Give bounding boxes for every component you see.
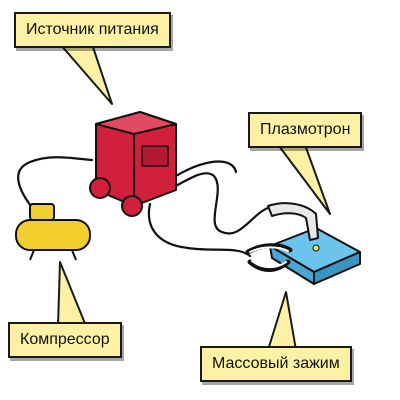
workpiece-icon bbox=[269, 227, 361, 285]
cut-spark bbox=[312, 244, 320, 252]
compressor-motor bbox=[29, 203, 55, 221]
label-compressor: Компрессор bbox=[20, 331, 110, 348]
ground-clamp-icon bbox=[245, 243, 293, 272]
callout-power-source: Источник питания bbox=[14, 12, 171, 48]
torch-handle bbox=[267, 202, 319, 241]
ground-clamp-lower bbox=[247, 259, 291, 272]
compressor-foot-right bbox=[71, 249, 77, 261]
callout-ground-clamp: Массовый зажим bbox=[200, 346, 352, 382]
ground-clamp-lower-inner bbox=[251, 260, 287, 269]
callout-plasma-torch: Плазмотрон bbox=[248, 112, 363, 148]
callout-compressor: Компрессор bbox=[8, 322, 122, 358]
power-source-top bbox=[95, 111, 177, 135]
compressor-tank bbox=[15, 219, 91, 251]
power-source-panel bbox=[141, 145, 169, 167]
cables bbox=[17, 156, 270, 258]
workpiece-front bbox=[313, 251, 361, 285]
plasma-torch-icon bbox=[267, 202, 319, 241]
ground-cable bbox=[147, 202, 252, 258]
torch-cable bbox=[156, 172, 270, 235]
label-power-source: Источник питания bbox=[26, 21, 159, 38]
power-source-icon bbox=[89, 111, 177, 217]
compressor-icon bbox=[15, 203, 91, 261]
compressor-foot-left bbox=[29, 249, 35, 261]
ground-clamp-upper-inner bbox=[249, 246, 289, 253]
power-source-wheel-right bbox=[121, 195, 143, 217]
air-hose bbox=[17, 156, 94, 212]
label-plasma-torch: Плазмотрон bbox=[260, 121, 351, 138]
label-ground-clamp: Массовый зажим bbox=[212, 355, 340, 372]
power-source-wheel-left bbox=[89, 177, 111, 199]
